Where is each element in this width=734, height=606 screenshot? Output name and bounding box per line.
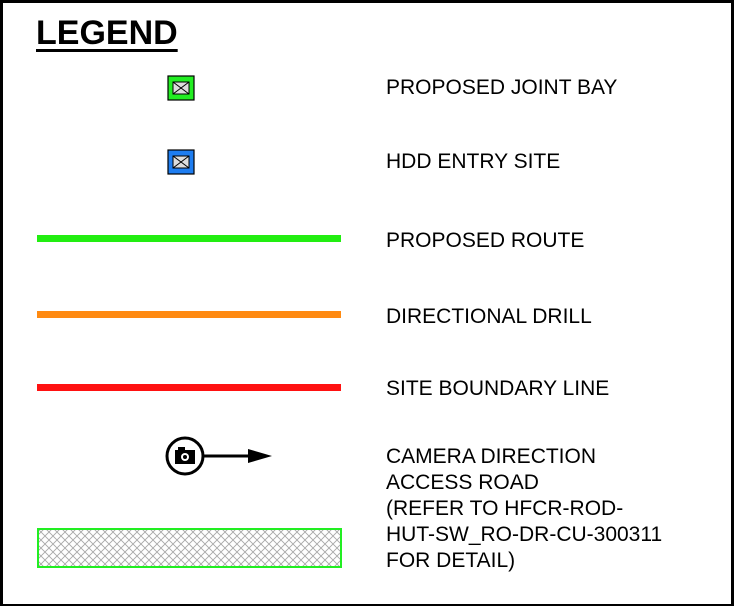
access-road-hatched-box-icon [37, 528, 342, 568]
joint-bay-box-icon [167, 75, 195, 101]
legend-title: LEGEND [36, 14, 178, 52]
frame-left-border [0, 0, 3, 606]
legend-label-hdd-entry-site: HDD ENTRY SITE [386, 150, 561, 173]
legend-label-directional-drill: DIRECTIONAL DRILL [386, 305, 592, 328]
legend-label-proposed-joint-bay: PROPOSED JOINT BAY [386, 76, 618, 99]
legend-label-proposed-route: PROPOSED ROUTE [386, 229, 585, 252]
frame-top-border [0, 0, 734, 3]
frame-bottom-border [0, 604, 734, 606]
hdd-entry-box-icon [167, 149, 195, 175]
legend-label-site-boundary-line: SITE BOUNDARY LINE [386, 377, 610, 400]
legend-label-camera-direction: CAMERA DIRECTION [386, 445, 597, 468]
camera-arrow-icon [165, 436, 272, 476]
legend-label-access-road: ACCESS ROAD (REFER TO HFCR-ROD- HUT-SW_R… [386, 471, 663, 572]
frame-right-border [731, 0, 734, 606]
site-boundary-line-symbol [37, 384, 341, 391]
proposed-route-line-symbol [37, 235, 341, 242]
directional-drill-line-symbol [37, 311, 341, 318]
